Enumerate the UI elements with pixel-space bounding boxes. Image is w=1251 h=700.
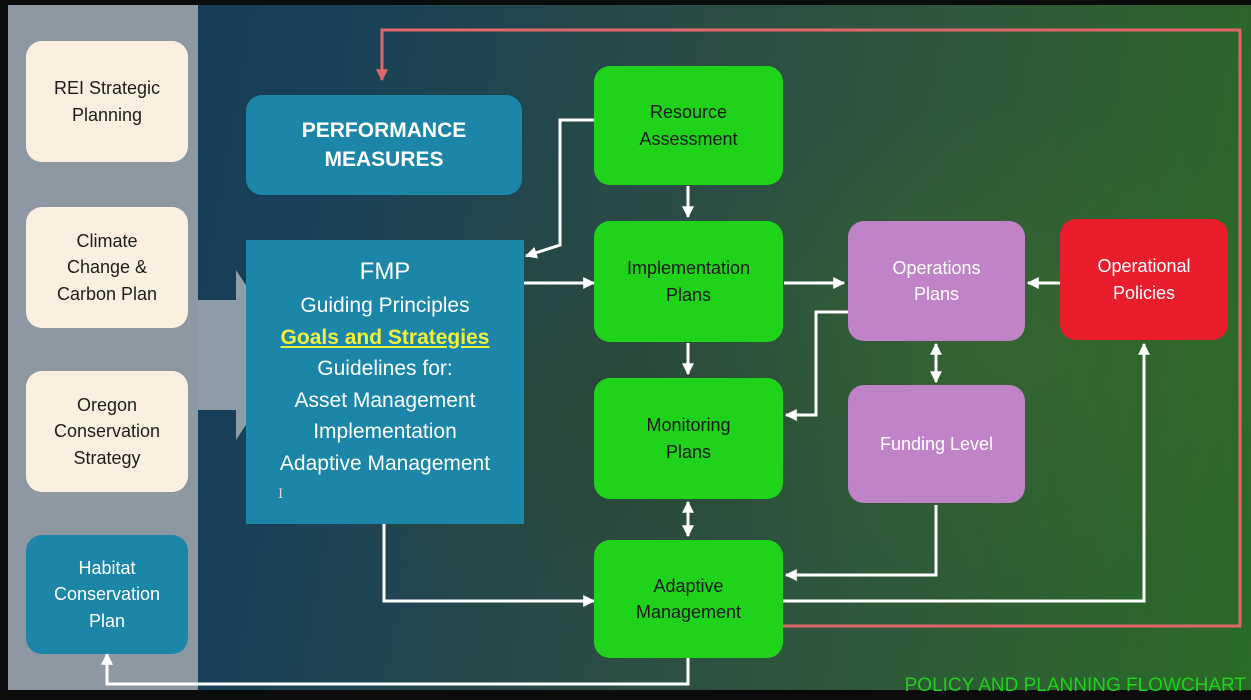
box-line: Resource (649, 102, 728, 123)
fmp-title: FMP (359, 258, 411, 285)
rei-strategic-planning-box: REI Strategic Planning (26, 41, 188, 162)
box-line: Habitat (78, 558, 136, 579)
arrow-fmp-to-adaptive (382, 524, 596, 607)
fmp-guideline-line: Adaptive Management (279, 451, 491, 475)
arrow-adaptive-to-habitat (101, 652, 690, 686)
left-frame-bar (0, 0, 8, 700)
box-line: Funding Level (879, 433, 994, 454)
operations-plans-box: Operations Plans (848, 221, 1025, 341)
oregon-conservation-strategy-box: Oregon Conservation Strategy (26, 371, 188, 492)
fmp-guideline-line: Asset Management (294, 388, 476, 412)
performance-measures-box: PERFORMANCE MEASURES (246, 95, 522, 195)
box-line: Assessment (639, 128, 738, 149)
top-frame-bar (0, 0, 1251, 5)
box-line: Carbon Plan (56, 283, 158, 304)
arrow-operations-to-monitoring (784, 310, 848, 421)
big-arrow-icon (198, 270, 292, 440)
box-line: Change & (66, 257, 148, 278)
box-line: Monitoring (646, 415, 731, 436)
implementation-plans-box: Implementation Plans (594, 221, 783, 342)
fmp-goals-and-strategies: Goals and Strategies (280, 325, 490, 349)
box-line: Planning (71, 104, 143, 125)
fmp-guideline-line: Guidelines for: (317, 357, 453, 380)
arrow-adaptive-to-policies (782, 342, 1150, 603)
box-line: Adaptive (653, 575, 724, 596)
adaptive-management-box: Adaptive Management (594, 540, 783, 658)
box-line: Plan (88, 610, 126, 631)
box-line: Conservation (53, 584, 161, 605)
flowchart-caption: POLICY AND PLANNING FLOWCHART (904, 675, 1246, 696)
bottom-frame-bar (0, 690, 1251, 700)
box-line: Implementation (626, 258, 751, 279)
fmp-guideline-line: Implementation (313, 420, 457, 443)
arrow-resource-to-fmp (524, 118, 596, 259)
text-cursor-icon: I (278, 487, 284, 502)
box-line: Strategy (73, 447, 141, 468)
box-line: Management (635, 602, 742, 622)
box-line: Plans (665, 284, 712, 305)
fmp-box: FMP Guiding Principles Goals and Strateg… (246, 240, 524, 524)
resource-assessment-box: Resource Assessment (594, 66, 783, 185)
box-line: Conservation (53, 421, 161, 442)
box-line: Plans (913, 284, 960, 304)
box-line: REI Strategic (53, 78, 161, 99)
monitoring-plans-box: Monitoring Plans (594, 378, 783, 499)
box-line: Climate (76, 231, 138, 252)
arrow-funding-to-adaptive (784, 505, 938, 581)
box-line: Oregon (76, 395, 138, 416)
feedback-line (376, 28, 1242, 628)
operational-policies-box: Operational Policies (1060, 219, 1228, 340)
fmp-guiding-principles: Guiding Principles (300, 294, 470, 317)
habitat-conservation-plan-box: Habitat Conservation Plan (26, 535, 188, 654)
box-line: Plans (665, 441, 712, 462)
box-line: PERFORMANCE (301, 118, 467, 142)
box-line: Policies (1112, 282, 1176, 303)
funding-level-box: Funding Level (848, 385, 1025, 503)
box-line: Operations (892, 257, 981, 278)
box-line: MEASURES (324, 148, 444, 171)
climate-carbon-plan-box: Climate Change & Carbon Plan (26, 207, 188, 328)
box-line: Operational (1097, 256, 1191, 277)
